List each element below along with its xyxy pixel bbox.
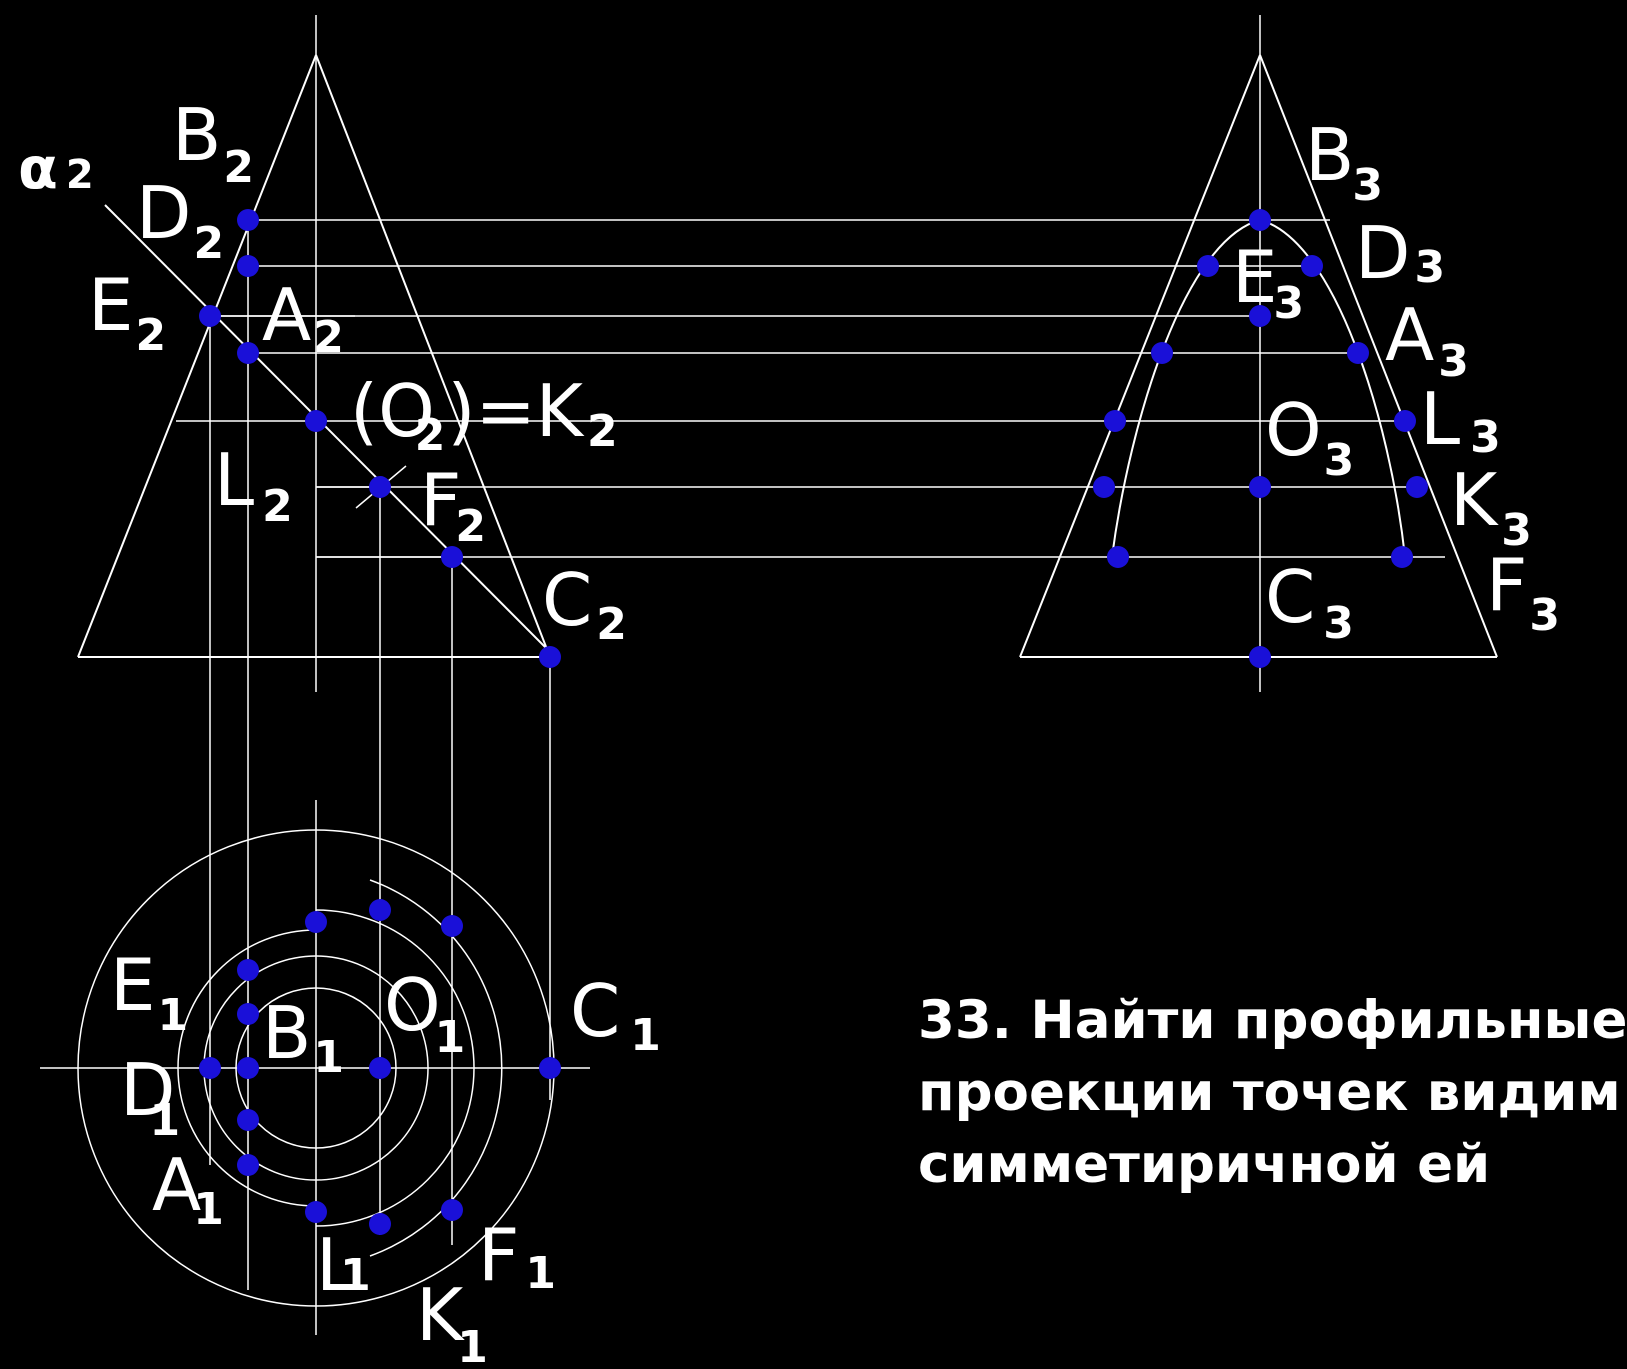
task-text: 33. Найти профильные проекции точек види… [918, 985, 1627, 1201]
label-K3: K3 [1450, 458, 1532, 556]
point-K1 [369, 1213, 391, 1235]
point-D1 [237, 1109, 259, 1131]
point-D2 [237, 255, 259, 277]
point-F1 [441, 1199, 463, 1221]
point-B3 [1249, 209, 1271, 231]
cone-left-generatrix [77, 54, 317, 658]
label-D3: D3 [1355, 211, 1445, 295]
profile-left-generatrix [1019, 54, 1261, 658]
point-B2 [237, 209, 259, 231]
label-B3: B3 [1305, 113, 1383, 211]
point-D3 [1301, 255, 1323, 277]
label-O3: O3 [1265, 388, 1354, 486]
point-O2 [305, 410, 327, 432]
points [199, 209, 1428, 1235]
point-C1 [539, 1057, 561, 1079]
point-top-3 [441, 915, 463, 937]
point-L1 [305, 1201, 327, 1223]
point-O3 [1249, 476, 1271, 498]
point-A1 [237, 1154, 259, 1176]
label-F2: F2 [420, 458, 486, 552]
task-line-3: симметиричной ей [918, 1134, 1491, 1195]
cutting-plane-alpha2 [104, 204, 556, 658]
label-E2: E2 [88, 263, 166, 361]
cone-right-generatrix [315, 54, 551, 658]
point-L2 [369, 476, 391, 498]
label-O1: O1 [384, 963, 465, 1063]
label-L1: L1 [316, 1223, 371, 1307]
label-D1: D1 [120, 1048, 180, 1146]
point-D1-left [199, 1057, 221, 1079]
task-line-1: 33. Найти профильные [918, 990, 1627, 1051]
point-B1-up [237, 1003, 259, 1025]
point-B1 [237, 1057, 259, 1079]
label-B1: B1 [262, 991, 344, 1083]
point-E2 [199, 305, 221, 327]
point-C3 [1249, 646, 1271, 668]
point-A3-left [1151, 342, 1173, 364]
point-F2 [441, 546, 463, 568]
point-F3-left [1107, 546, 1129, 568]
point-top-1 [305, 911, 327, 933]
label-A1: A1 [152, 1143, 224, 1235]
profile-right-generatrix [1259, 54, 1498, 658]
point-A2 [237, 342, 259, 364]
label-D2: D2 [136, 171, 224, 269]
label-O2K2: (O2)=K2 [350, 369, 618, 461]
label-A2: A2 [262, 273, 344, 363]
point-K3-left [1093, 476, 1115, 498]
point-top-2 [369, 899, 391, 921]
point-E3 [1249, 305, 1271, 327]
task-line-2: проекции точек видим [918, 1062, 1621, 1123]
point-E1 [237, 959, 259, 981]
point-A3 [1347, 342, 1369, 364]
label-E3: E3 [1232, 235, 1304, 329]
front-view [77, 15, 655, 692]
point-C2 [539, 646, 561, 668]
point-L3-left [1104, 410, 1126, 432]
connection-lines [210, 219, 1445, 558]
label-K1: K1 [416, 1273, 488, 1369]
point-K3 [1406, 476, 1428, 498]
point-E3-left [1197, 255, 1219, 277]
point-F3 [1391, 546, 1413, 568]
label-C2: C2 [542, 558, 627, 650]
label-E1: E1 [110, 943, 188, 1041]
label-A3: A3 [1385, 293, 1469, 387]
point-O1 [369, 1057, 391, 1079]
label-F3: F3 [1486, 543, 1560, 641]
label-B2: B2 [172, 93, 254, 193]
point-L3 [1394, 410, 1416, 432]
